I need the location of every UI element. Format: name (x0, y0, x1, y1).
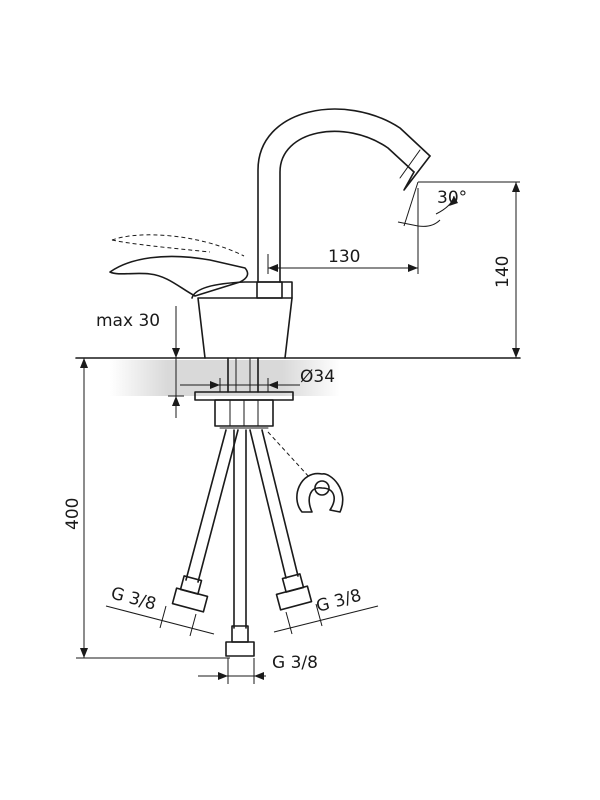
dim-angle: 30° (397, 181, 520, 227)
dim-spout-reach: 130 (267, 188, 419, 274)
hole-diameter-label: Ø34 (300, 367, 335, 387)
countertop-shade (110, 360, 340, 396)
hose-length-label: 400 (63, 498, 83, 530)
handle (109, 255, 249, 297)
conn-left-label: G 3/8 (109, 584, 159, 615)
connector-center (225, 625, 255, 657)
mounting-assembly (194, 357, 294, 429)
spout-joint (256, 281, 283, 299)
spout-reach-label: 130 (328, 247, 360, 267)
hose-left (185, 429, 239, 583)
spout-outer (257, 108, 431, 283)
faucet-collar (191, 281, 293, 299)
handle-ghost-lower (111, 239, 211, 253)
conn-right-label: G 3/8 (314, 586, 364, 617)
dim-conn-center: G 3/8 (198, 653, 318, 684)
hose-center (233, 429, 247, 629)
clip-detail (267, 431, 344, 513)
max-thickness-label: max 30 (96, 311, 160, 331)
hoses (171, 429, 313, 657)
clip-shape (296, 472, 344, 513)
faucet-base (197, 297, 293, 359)
connector-left (171, 575, 209, 613)
handle-ghost-position (111, 234, 245, 257)
conn-center-label: G 3/8 (272, 653, 318, 673)
clip-leader (267, 431, 311, 479)
dim-height: 140 (493, 182, 520, 358)
dim-max-thickness: max 30 (96, 306, 184, 418)
spout-aerator-line (399, 149, 421, 179)
hose-right (249, 429, 299, 579)
dim-conn-right: G 3/8 (273, 586, 379, 635)
height-label: 140 (493, 256, 513, 288)
spout-inner (279, 130, 415, 283)
dim-hole-diameter: Ø34 (180, 367, 335, 392)
dim-hose-length: 400 (63, 358, 230, 659)
angle-label: 30° (437, 188, 467, 208)
spout-tip (403, 155, 431, 191)
countertop (75, 357, 521, 396)
clip-hole (314, 480, 330, 496)
faucet-body (109, 108, 431, 359)
connector-right (275, 573, 313, 611)
